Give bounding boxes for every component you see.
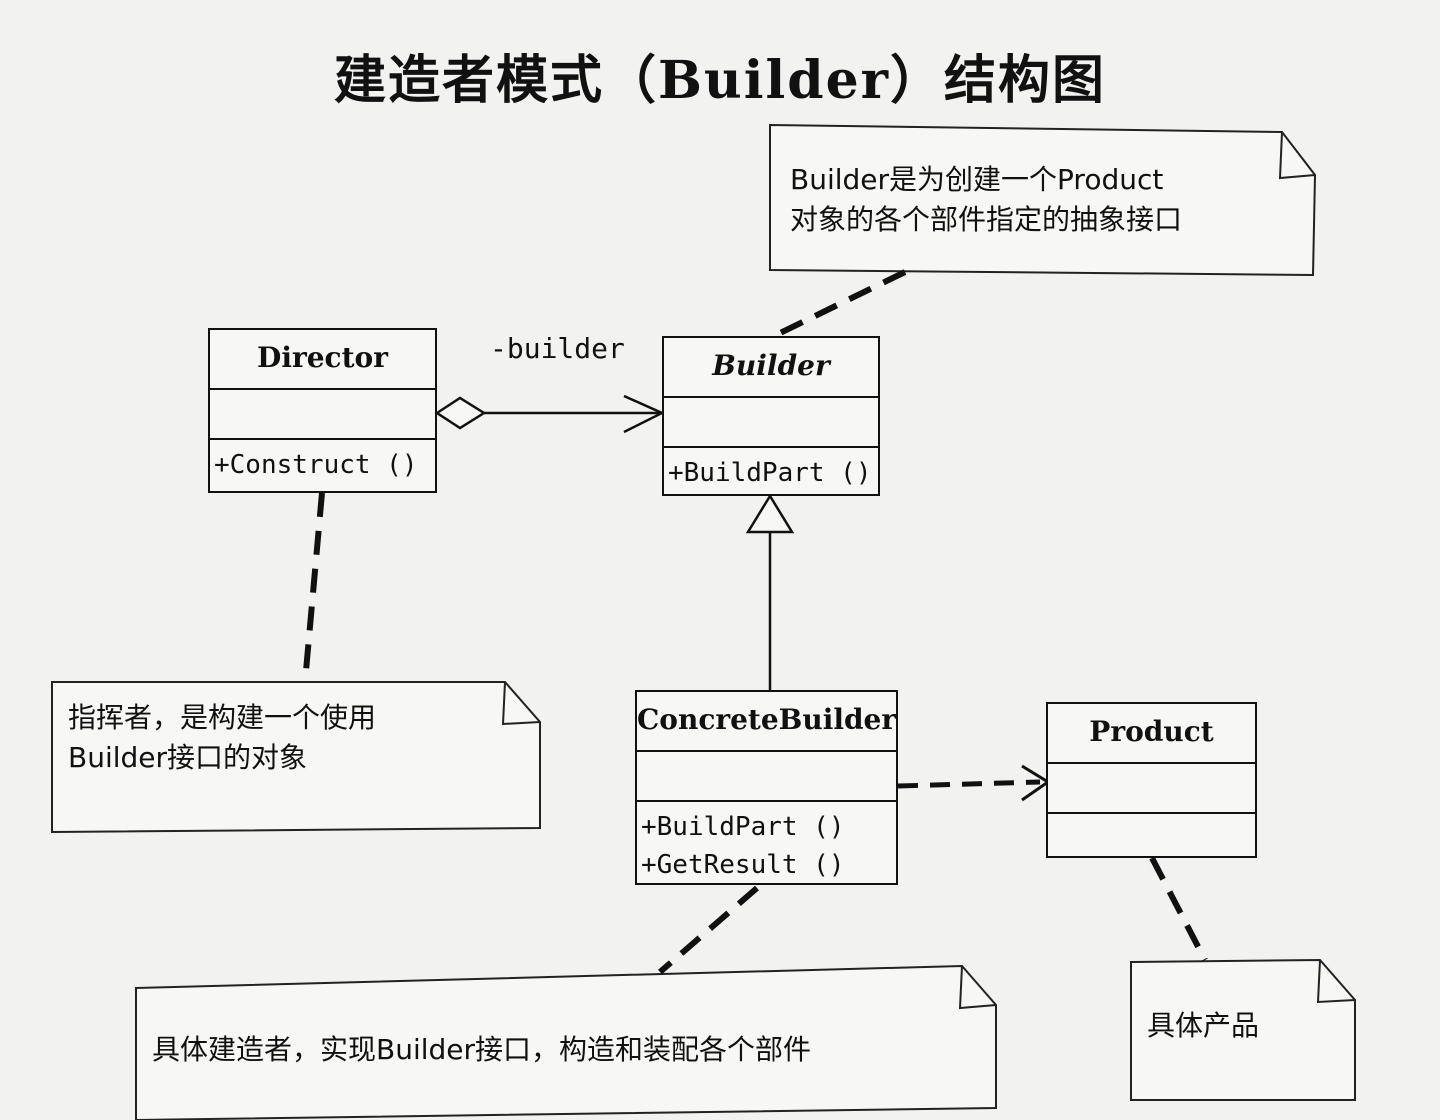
note-box-builder (769, 123, 1317, 277)
class-name: Builder (664, 338, 878, 398)
dependency-line (897, 779, 1041, 789)
class-director: Director +Construct () (208, 328, 437, 493)
note-anchor-director (302, 492, 325, 683)
class-name: ConcreteBuilder (637, 692, 896, 752)
class-product: Product (1046, 702, 1257, 858)
note-box-director (51, 681, 541, 834)
note-box-concrete-builder (135, 964, 997, 1120)
inheritance-triangle (745, 493, 795, 534)
note-anchor-product (1149, 856, 1208, 962)
operations-compartment: +Construct () (210, 440, 435, 490)
operation: +GetResult () (641, 850, 845, 880)
operations-compartment: +BuildPart () (664, 448, 878, 498)
operation: +BuildPart () (641, 812, 845, 842)
attributes-compartment (664, 398, 878, 448)
note-concrete-builder-text: 具体建造者，实现Builder接口，构造和装配各个部件 (152, 1033, 812, 1066)
note-anchor-concrete-builder (658, 885, 759, 975)
class-concrete-builder: ConcreteBuilder +BuildPart () +GetResult… (635, 690, 898, 885)
association-label: -builder (490, 332, 625, 365)
note-anchor-builder (770, 269, 907, 340)
operation: +Construct () (214, 450, 418, 480)
attributes-compartment (1048, 764, 1255, 814)
operations-compartment: +BuildPart () +GetResult () (637, 802, 896, 890)
class-name: Director (210, 330, 435, 390)
class-builder: Builder +BuildPart () (662, 336, 880, 496)
diagram-title: 建造者模式（Builder）结构图 (333, 50, 1107, 111)
note-director-text: 指挥者，是构建一个使用 Builder接口的对象 (68, 701, 377, 774)
note-builder-text: Builder是为创建一个Product 对象的各个部件指定的抽象接口 (790, 163, 1183, 236)
attributes-compartment (637, 752, 896, 802)
note-box-product (1130, 958, 1356, 1101)
attributes-compartment (210, 390, 435, 440)
note-product-text: 具体产品 (1147, 1009, 1260, 1042)
aggregation-diamond (434, 396, 487, 430)
operation: +BuildPart () (668, 458, 872, 488)
class-name: Product (1048, 704, 1255, 764)
operations-compartment (1048, 814, 1255, 826)
